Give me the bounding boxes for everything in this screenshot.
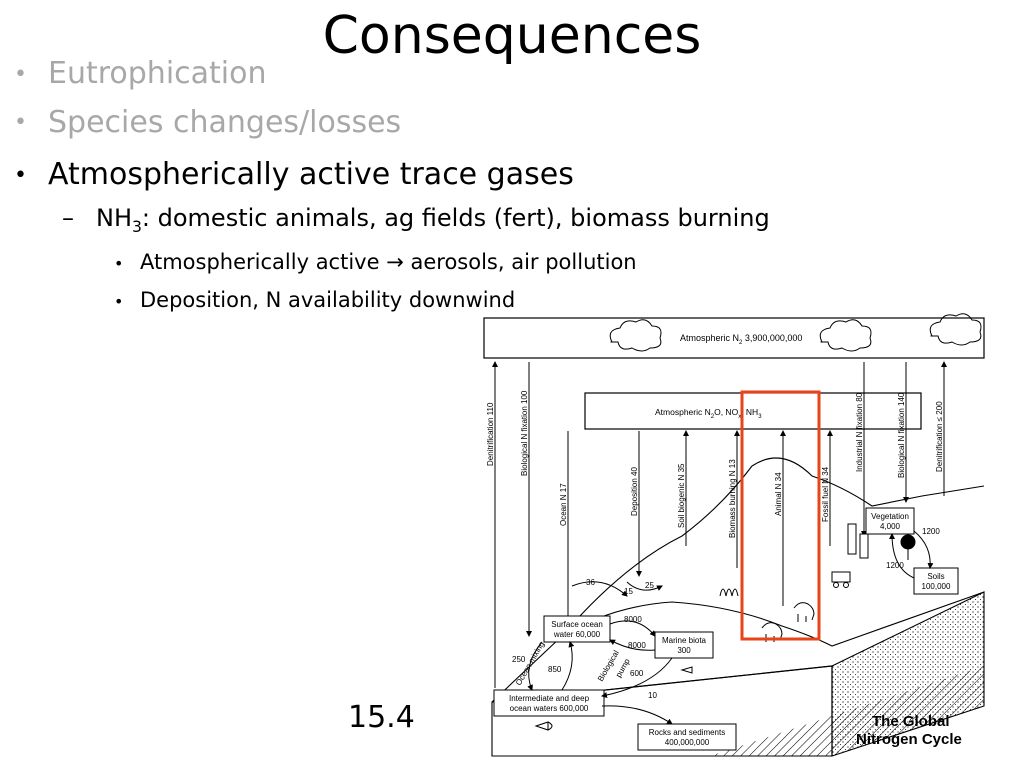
fish-icon bbox=[534, 721, 553, 731]
small-flux-arrows bbox=[527, 530, 934, 725]
svg-text:Marine biota: Marine biota bbox=[662, 636, 707, 645]
svg-text:850: 850 bbox=[548, 665, 562, 674]
marine-biota-box bbox=[654, 631, 714, 659]
wheel-icon bbox=[843, 582, 849, 588]
deep-ocean-box bbox=[493, 689, 605, 717]
bullet-list: •Eutrophication •Species changes/losses … bbox=[14, 50, 770, 320]
flux-label: Ocean N 17 bbox=[559, 483, 568, 526]
svg-text:25: 25 bbox=[645, 581, 654, 590]
cow-icon bbox=[793, 602, 815, 622]
box-labels: Surface ocean water 60,000 Marine biota … bbox=[509, 512, 951, 747]
nh3-rest: : domestic animals, ag fields (fert), bi… bbox=[141, 203, 770, 232]
figure-number: 15.4 bbox=[348, 700, 415, 735]
bullet-eutrophication: • Eutrophication bbox=[14, 50, 770, 99]
svg-text:4,000: 4,000 bbox=[880, 522, 901, 531]
ocean-boxes bbox=[493, 507, 959, 751]
flux-label: Soil biogenic N 35 bbox=[677, 463, 686, 528]
cloud-icon bbox=[929, 313, 982, 346]
aerosols-after: aerosols, air pollution bbox=[403, 250, 637, 275]
flux-label: Fossil fuel N 34 bbox=[821, 466, 830, 522]
svg-text:1200: 1200 bbox=[922, 527, 940, 536]
fish-icon bbox=[680, 666, 693, 674]
sub-sub-bullet-deposition: • Deposition, N availability downwind bbox=[114, 282, 770, 320]
caption-line-1: The Global bbox=[872, 713, 950, 730]
bullet-text: Eutrophication bbox=[48, 56, 267, 91]
bullet-dot: • bbox=[14, 110, 27, 135]
svg-text:300: 300 bbox=[677, 646, 691, 655]
cloud-icon bbox=[609, 319, 662, 352]
flux-label: Denitrification 110 bbox=[486, 402, 495, 466]
flux-labels: Denitrification 110 Biological N fixatio… bbox=[486, 390, 944, 538]
nitrogen-cycle-diagram: Atmospheric N2 3,900,000,000 Atmospheric… bbox=[483, 313, 985, 757]
fire-icon bbox=[719, 588, 739, 597]
rocks-box bbox=[637, 723, 737, 751]
flux-label: Industrial N fixation 80 bbox=[855, 392, 864, 472]
landscape-block bbox=[491, 457, 985, 757]
nh3-subscript: 3 bbox=[132, 217, 142, 236]
highlight-box bbox=[740, 390, 821, 641]
caption-line-2: Nitrogen Cycle bbox=[856, 731, 962, 748]
atm-n2-label: Atmospheric N2 3,900,000,000 bbox=[680, 333, 802, 346]
atmosphere-n2-box bbox=[483, 317, 985, 359]
bullet-dot: • bbox=[14, 162, 27, 188]
svg-text:15: 15 bbox=[624, 587, 633, 596]
svg-text:10: 10 bbox=[648, 691, 657, 700]
svg-text:8000: 8000 bbox=[624, 615, 642, 624]
svg-text:water 60,000: water 60,000 bbox=[553, 630, 601, 639]
svg-text:Intermediate and deep: Intermediate and deep bbox=[509, 694, 590, 703]
flux-label: Biological N fixation 100 bbox=[520, 390, 529, 476]
svg-text:8000: 8000 bbox=[628, 641, 646, 650]
wheel-icon bbox=[833, 582, 839, 588]
cloud-icon bbox=[819, 319, 872, 352]
bullet-text: Species changes/losses bbox=[48, 104, 402, 140]
sub-bullet-nh3: –NH3: domestic animals, ag fields (fert)… bbox=[62, 200, 770, 245]
car-icon bbox=[831, 571, 851, 583]
factory-stack-icon bbox=[859, 533, 869, 559]
slide-title: Consequences bbox=[322, 6, 702, 66]
flux-arrows bbox=[492, 361, 947, 688]
bullet-dot: • bbox=[114, 292, 124, 312]
factory-stack-icon bbox=[847, 523, 857, 555]
svg-text:Rocks and sediments: Rocks and sediments bbox=[649, 728, 725, 737]
deposition-text: Deposition, N availability downwind bbox=[140, 288, 516, 313]
vegetation-box bbox=[865, 507, 915, 535]
flux-label: Biological N fixation 140 bbox=[897, 392, 906, 478]
bullet-dot: • bbox=[114, 254, 124, 274]
bullet-species: • Species changes/losses bbox=[14, 99, 770, 148]
landscape-decorations bbox=[534, 523, 916, 731]
svg-text:ocean waters 600,000: ocean waters 600,000 bbox=[510, 704, 589, 713]
bullet-trace-gases: • Atmospherically active trace gases bbox=[14, 151, 770, 200]
atm-gases-label: Atmospheric N2O, NOx, NH3 bbox=[655, 407, 762, 420]
tree-icon bbox=[900, 534, 916, 550]
nh3-prefix: NH bbox=[96, 203, 132, 232]
svg-text:Biological: Biological bbox=[596, 649, 621, 683]
dash-marker: – bbox=[62, 203, 74, 232]
svg-text:250: 250 bbox=[512, 655, 526, 664]
svg-text:100,000: 100,000 bbox=[922, 582, 951, 591]
svg-text:600: 600 bbox=[630, 669, 644, 678]
svg-text:Surface ocean: Surface ocean bbox=[551, 620, 603, 629]
bullet-dot: • bbox=[14, 61, 27, 87]
svg-text:36: 36 bbox=[586, 578, 595, 587]
svg-text:1200: 1200 bbox=[886, 561, 904, 570]
right-arrow-icon: → bbox=[386, 250, 404, 275]
svg-text:400,000,000: 400,000,000 bbox=[665, 738, 710, 747]
flux-label: Animal N 34 bbox=[774, 472, 783, 516]
sub-sub-bullet-aerosols: • Atmospherically active → aerosols, air … bbox=[114, 244, 770, 282]
bullet-text: Atmospherically active trace gases bbox=[48, 157, 574, 192]
svg-text:Soils: Soils bbox=[927, 572, 944, 581]
surface-ocean-box bbox=[543, 615, 611, 643]
svg-text:Vegetation: Vegetation bbox=[871, 512, 909, 521]
soils-box bbox=[913, 567, 959, 595]
flux-label: Deposition 40 bbox=[630, 467, 639, 516]
aerosols-before: Atmospherically active bbox=[140, 250, 387, 275]
flux-label: Denitrification ≤ 200 bbox=[935, 401, 944, 472]
flux-label: Biomass burning N 13 bbox=[728, 459, 737, 538]
